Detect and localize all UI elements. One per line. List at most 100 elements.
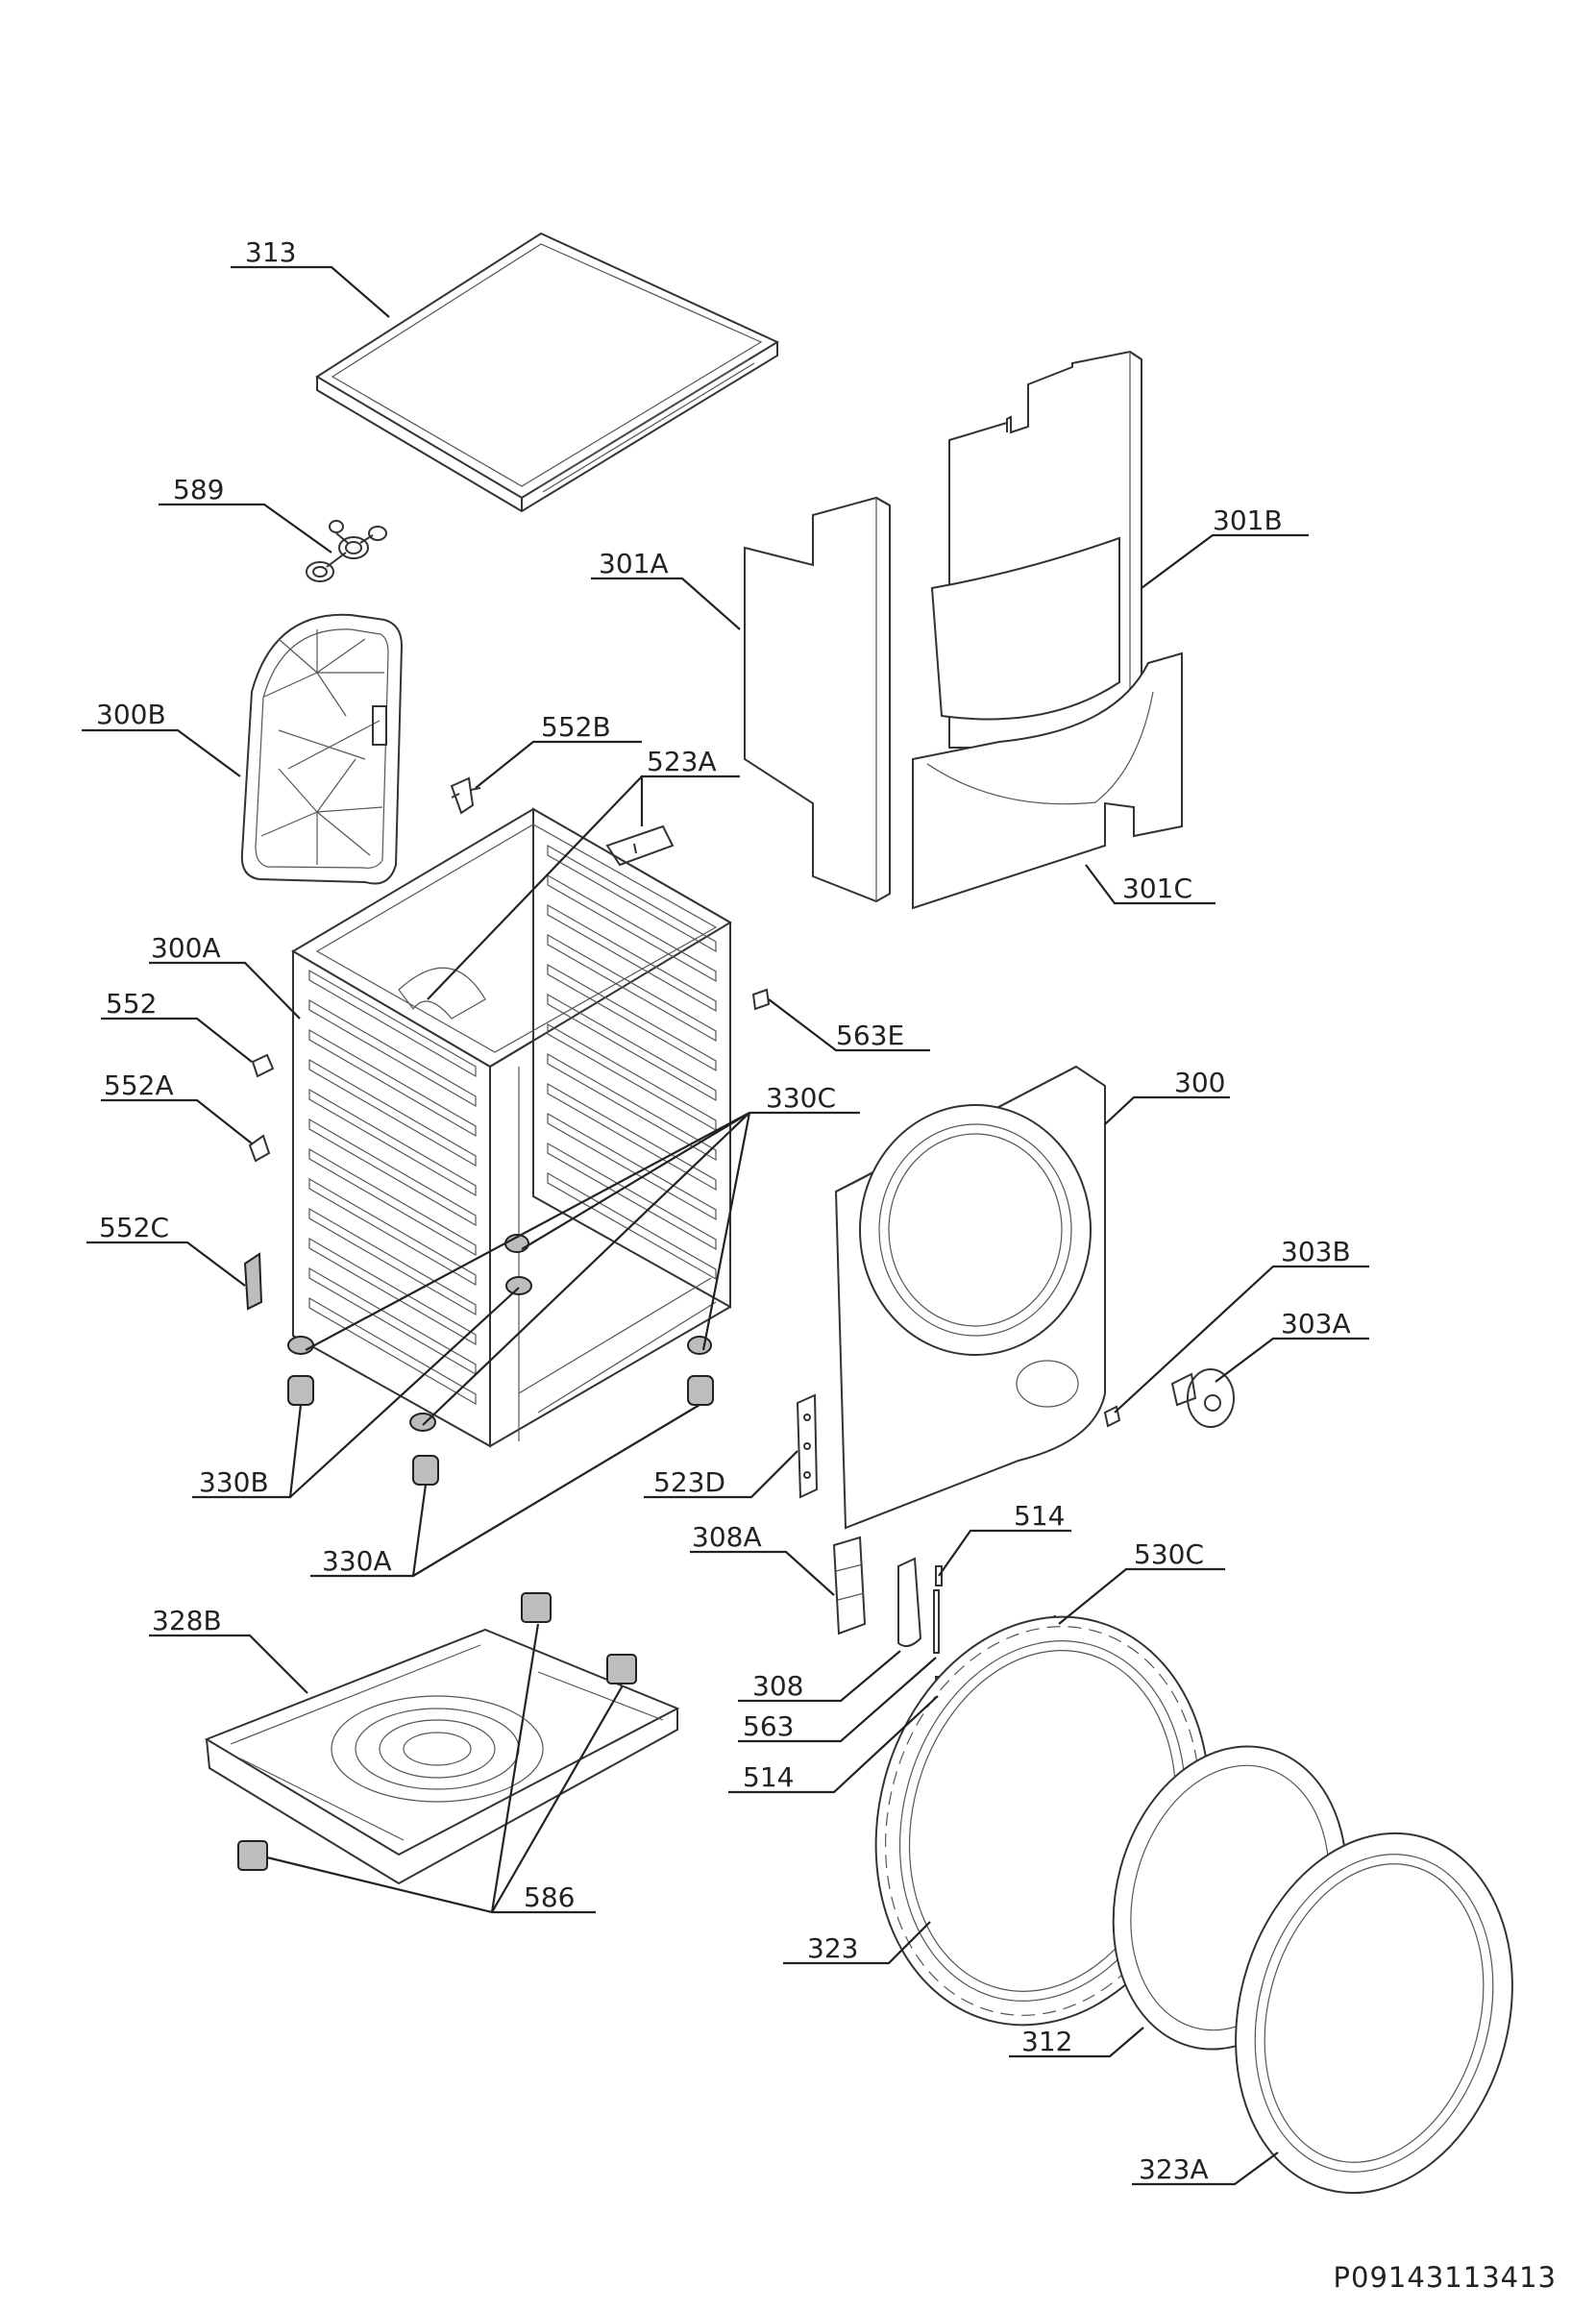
callout-514-top: 514 [1014, 1500, 1065, 1532]
callout-308: 308 [752, 1670, 803, 1702]
leader-300A [149, 961, 301, 1020]
cabinet-rib [547, 1082, 717, 1192]
callout-330A: 330A [322, 1545, 392, 1577]
leader-330C-1 [305, 1112, 750, 1351]
leader-552C [86, 1241, 246, 1287]
part-589-clip-set [306, 520, 387, 582]
part-301C-base-insulation [912, 652, 1183, 910]
callout-563: 563 [743, 1710, 794, 1742]
leader-330B-b [289, 1287, 520, 1498]
callout-303B: 303B [1281, 1236, 1351, 1267]
cabinet-rib [308, 1088, 477, 1197]
leader-514-top [938, 1529, 1071, 1577]
cabinet-rib [547, 844, 717, 953]
part-308A-hinge [832, 1536, 867, 1635]
leader-308 [738, 1650, 901, 1703]
part-328B-base-plate [204, 1628, 680, 1885]
callout-323: 323 [807, 1932, 858, 1964]
leader-328B [149, 1634, 308, 1694]
part-300A-cabinet [291, 807, 732, 1448]
part-586-blocks [237, 1592, 637, 1871]
cabinet-rib [308, 1058, 477, 1168]
leader-563E [768, 998, 930, 1052]
leader-303B [1114, 1265, 1369, 1414]
cabinet-rib [547, 963, 717, 1072]
callout-312: 312 [1021, 2026, 1072, 2057]
leader-552B [475, 740, 642, 789]
callout-552C: 552C [99, 1212, 169, 1243]
part-552-clip [251, 1053, 275, 1078]
leader-586-2 [491, 1684, 624, 1913]
leader-323A [1132, 2151, 1279, 2186]
cabinet-rib [308, 1237, 477, 1346]
callout-308A: 308A [692, 1521, 762, 1553]
part-303B-latch [1103, 1405, 1121, 1428]
leader-589 [159, 503, 332, 553]
leader-300B [82, 728, 241, 777]
callout-300: 300 [1174, 1067, 1225, 1098]
leader-301C [1085, 864, 1215, 905]
leader-330C-2 [521, 1112, 750, 1250]
leader-330C-3 [701, 1112, 751, 1351]
callout-563E: 563E [836, 1020, 904, 1051]
part-552C-clip [243, 1252, 263, 1311]
callout-301B: 301B [1213, 504, 1283, 536]
cabinet-rib [547, 1112, 717, 1221]
part-552B-bracket [450, 776, 481, 815]
cabinet-rib [547, 873, 717, 983]
part-313-top-cover [315, 232, 780, 513]
cabinet-rib [547, 993, 717, 1102]
cabinet-rib [547, 1171, 717, 1281]
leader-300 [1104, 1095, 1230, 1125]
leader-563 [738, 1657, 937, 1743]
part-563E-switch [751, 988, 771, 1011]
part-300-front-panel [834, 1065, 1106, 1530]
leader-514-bottom [728, 1695, 939, 1794]
callout-514-bottom: 514 [743, 1761, 794, 1793]
leader-312 [1009, 2027, 1144, 2058]
cabinet-rib [308, 1296, 477, 1406]
part-523A-bracket [605, 824, 675, 867]
callout-589: 589 [173, 474, 224, 505]
callout-330B: 330B [199, 1466, 269, 1498]
cabinet-rib [308, 969, 477, 1078]
leader-313 [231, 265, 390, 318]
callout-552B: 552B [541, 711, 611, 743]
leader-303A [1215, 1337, 1369, 1383]
callout-328B: 328B [152, 1605, 222, 1636]
part-523D-plate [796, 1393, 819, 1499]
part-303A-door-lock [1170, 1368, 1235, 1428]
leader-330A-b [412, 1404, 700, 1577]
callout-301A: 301A [599, 548, 669, 579]
callout-323A: 323A [1139, 2153, 1209, 2185]
leader-301A [591, 577, 741, 630]
leader-552A [101, 1098, 253, 1144]
part-300B-rear-panel [240, 613, 404, 885]
leader-330C-4 [422, 1112, 750, 1426]
callout-303A: 303A [1281, 1308, 1351, 1340]
leader-523A [640, 774, 740, 826]
cabinet-rib [547, 933, 717, 1043]
callout-330C: 330C [766, 1082, 836, 1114]
part-552A-clip [248, 1134, 271, 1163]
cabinet-rib [547, 1052, 717, 1162]
callout-523D: 523D [653, 1466, 725, 1498]
part-301A-side-insulation [744, 496, 891, 903]
callout-523A: 523A [647, 746, 717, 777]
part-301B-rear-insulation [930, 350, 1142, 749]
callout-586: 586 [524, 1881, 575, 1913]
callout-530C: 530C [1134, 1538, 1204, 1570]
cabinet-rib [308, 1177, 477, 1287]
callout-labels: 313 589 301A 301B 300B 552B 523A 301C 30… [96, 236, 1351, 2185]
cabinet-rib [547, 903, 717, 1013]
cabinet-rib [308, 1147, 477, 1257]
callout-313: 313 [245, 236, 296, 268]
part-323A-inner-frame [1235, 1832, 1513, 2195]
leader-523D [644, 1450, 798, 1499]
leader-301B [1141, 533, 1309, 589]
callout-301C: 301C [1122, 873, 1192, 904]
document-code: P09143113413 [1334, 2261, 1557, 2294]
cabinet-rib [308, 1118, 477, 1227]
